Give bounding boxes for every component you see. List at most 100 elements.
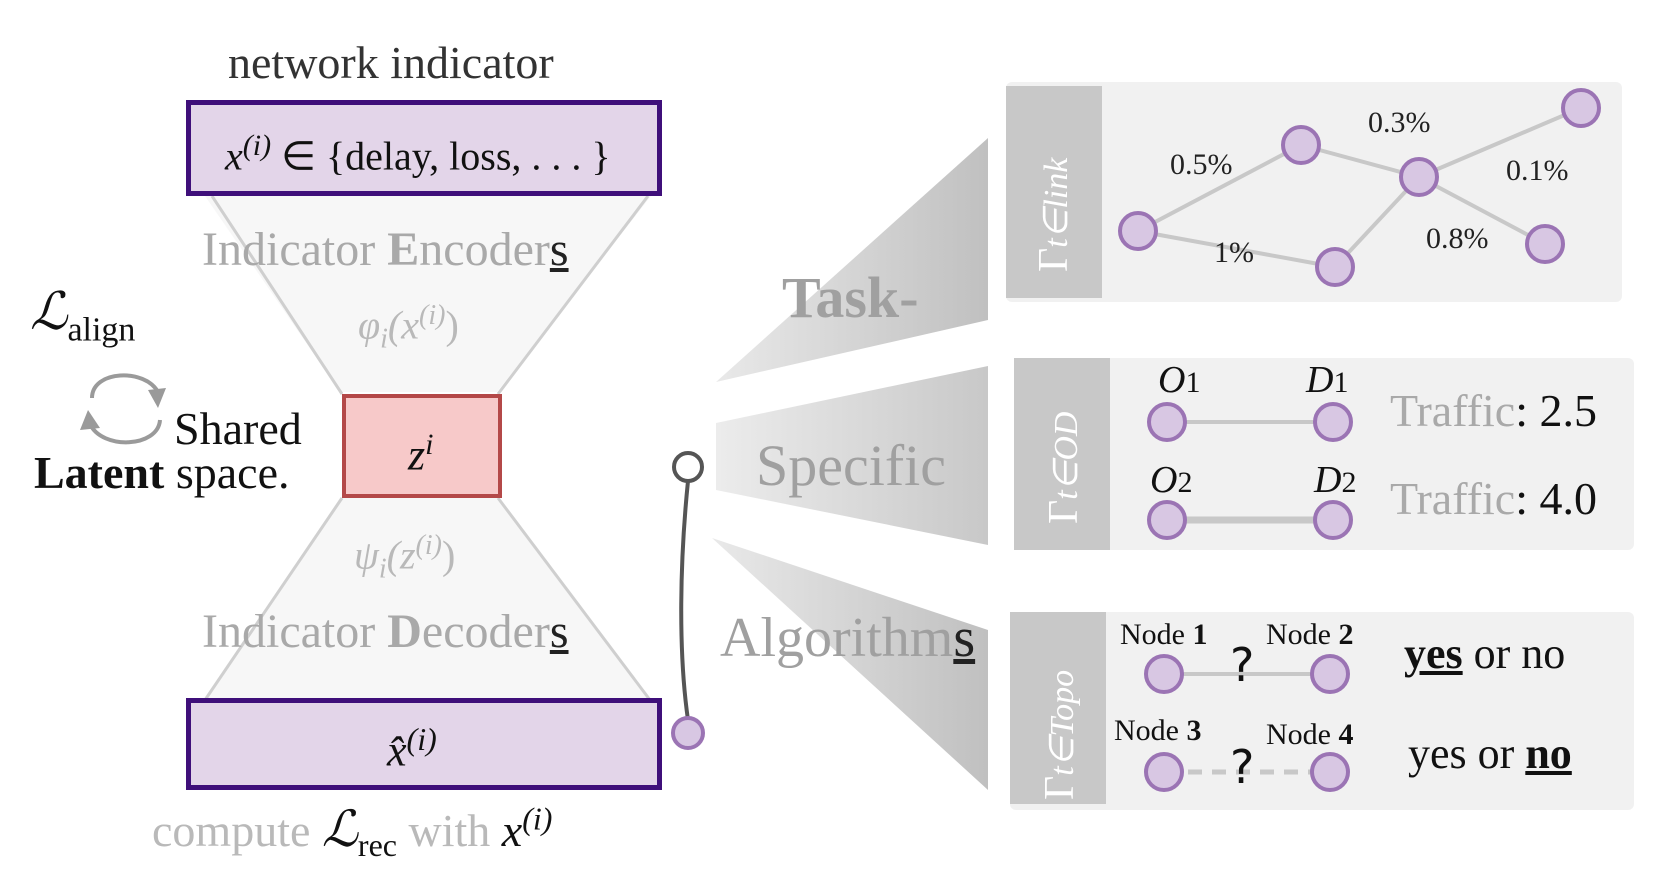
- link-node: [1561, 88, 1601, 128]
- link-edge: [1137, 229, 1336, 269]
- decoders-text-b: D: [387, 605, 422, 658]
- od-gamma-tab: [1014, 358, 1110, 550]
- link-edge: [1300, 143, 1420, 179]
- topo-node2-label: Node 2: [1266, 618, 1353, 652]
- traffic-label-2: Traffic: [1390, 473, 1516, 524]
- node1-num: 1: [1192, 618, 1208, 651]
- reconstruction-loss: compute ℒrec with x(i): [152, 800, 552, 864]
- decoders-text-d: s: [549, 605, 569, 658]
- align-loss-symbol: ℒ: [30, 284, 68, 341]
- psi-close: ): [441, 532, 456, 578]
- topo-node4-label: Node 4: [1266, 718, 1353, 752]
- space-word: space.: [164, 447, 290, 498]
- node2-num: 2: [1338, 618, 1354, 651]
- output-node: [671, 716, 705, 750]
- od-node-d1: [1313, 402, 1353, 442]
- latent-var: z: [408, 430, 426, 480]
- latent-word: Latent: [34, 447, 165, 498]
- encoders-text-c: ncoder: [419, 223, 550, 276]
- link-label-4: 0.8%: [1426, 222, 1489, 255]
- cycle-arrow-bottom: [88, 419, 162, 445]
- od-node-o2: [1147, 500, 1187, 540]
- topo-node-2: [1310, 654, 1350, 694]
- od-traffic-1: Traffic: 2.5: [1390, 384, 1597, 437]
- decoders-text-a: Indicator: [202, 605, 388, 658]
- hub-connector: [679, 480, 690, 721]
- topo-question-2: ?: [1230, 740, 1255, 794]
- network-indicator-title: network indicator: [228, 37, 554, 88]
- topo-gamma-tab: [1010, 612, 1106, 804]
- decoders-text-c: ecoder: [421, 605, 550, 658]
- input-set: ∈ {delay, loss, . . . }: [281, 133, 611, 179]
- link-node: [1399, 157, 1439, 197]
- cycle-arrowhead-top: [148, 388, 166, 408]
- link-panel: [1006, 82, 1622, 302]
- link-label-2: 0.1%: [1506, 154, 1569, 187]
- phi-sup: (i): [419, 300, 446, 331]
- psi-sup: (i): [415, 530, 442, 561]
- link-edge: [1137, 143, 1302, 233]
- encoder-shade: [205, 196, 651, 392]
- cone-od: [716, 366, 988, 545]
- link-edge: [1333, 175, 1421, 269]
- link-node: [1525, 224, 1565, 264]
- topo-node3-label: Node 3: [1114, 714, 1201, 748]
- topo-question-1: ?: [1230, 638, 1255, 692]
- od-node-d2: [1313, 500, 1353, 540]
- d1-sub: 1: [1333, 366, 1349, 399]
- decoder-edge-left: [203, 497, 344, 701]
- cone-topo: [712, 538, 988, 790]
- od-traffic-2: Traffic: 4.0: [1390, 472, 1597, 525]
- align-loss-sub: align: [67, 311, 136, 349]
- link-label-3: 1%: [1214, 236, 1254, 269]
- latent-space-label: Latent space.: [34, 446, 289, 499]
- algorithms-label: Algorithms: [720, 606, 975, 670]
- decoder-function: ψi(z(i)): [354, 530, 455, 585]
- answer1-yes: yes: [1404, 629, 1463, 678]
- o2-sub: 2: [1177, 466, 1193, 499]
- task-label: Task-: [782, 265, 919, 330]
- link-edge: [1418, 175, 1546, 246]
- compute-word: compute: [152, 805, 322, 856]
- with-word: with: [396, 805, 502, 856]
- compute-var: x: [501, 805, 523, 856]
- node3-text: Node: [1114, 714, 1187, 747]
- link-node: [1281, 125, 1321, 165]
- d2-sub: 2: [1341, 466, 1357, 499]
- decoders-label: Indicator Decoders: [202, 604, 569, 659]
- shared-label: Shared: [174, 403, 302, 454]
- compute-sup: (i): [522, 800, 553, 837]
- d1: D: [1306, 359, 1334, 401]
- node4-num: 4: [1338, 718, 1354, 751]
- o2: O: [1150, 459, 1178, 501]
- phi-arg: (x: [387, 302, 419, 348]
- node1-text: Node: [1120, 618, 1193, 651]
- input-indicator-box: x(i) ∈ {delay, loss, . . . }: [186, 100, 662, 196]
- rec-loss-symbol: ℒ: [321, 801, 358, 857]
- topo-node-4: [1310, 752, 1350, 792]
- od-d1-label: D1: [1306, 358, 1348, 402]
- rec-loss-sub: rec: [357, 827, 397, 864]
- cycle-arrow-top: [90, 373, 160, 399]
- link-label-0: 0.5%: [1170, 148, 1233, 181]
- output-formula: x̂(i): [387, 721, 437, 777]
- od-o2-label: O2: [1150, 458, 1192, 502]
- topo-node-3: [1144, 752, 1184, 792]
- psi-symbol: ψ: [354, 532, 379, 578]
- link-edge: [1418, 106, 1582, 179]
- algorithms-suffix: s: [953, 607, 976, 669]
- answer1-rest: or no: [1462, 629, 1566, 678]
- encoders-text-a: Indicator: [202, 223, 388, 276]
- input-sup: (i): [242, 129, 272, 162]
- od-o1-label: O1: [1158, 358, 1200, 402]
- link-node: [1118, 211, 1158, 251]
- latent-sup: i: [425, 428, 434, 461]
- node3-num: 3: [1186, 714, 1202, 747]
- encoder-edge-right: [496, 195, 650, 395]
- psi-arg: (z: [386, 532, 416, 578]
